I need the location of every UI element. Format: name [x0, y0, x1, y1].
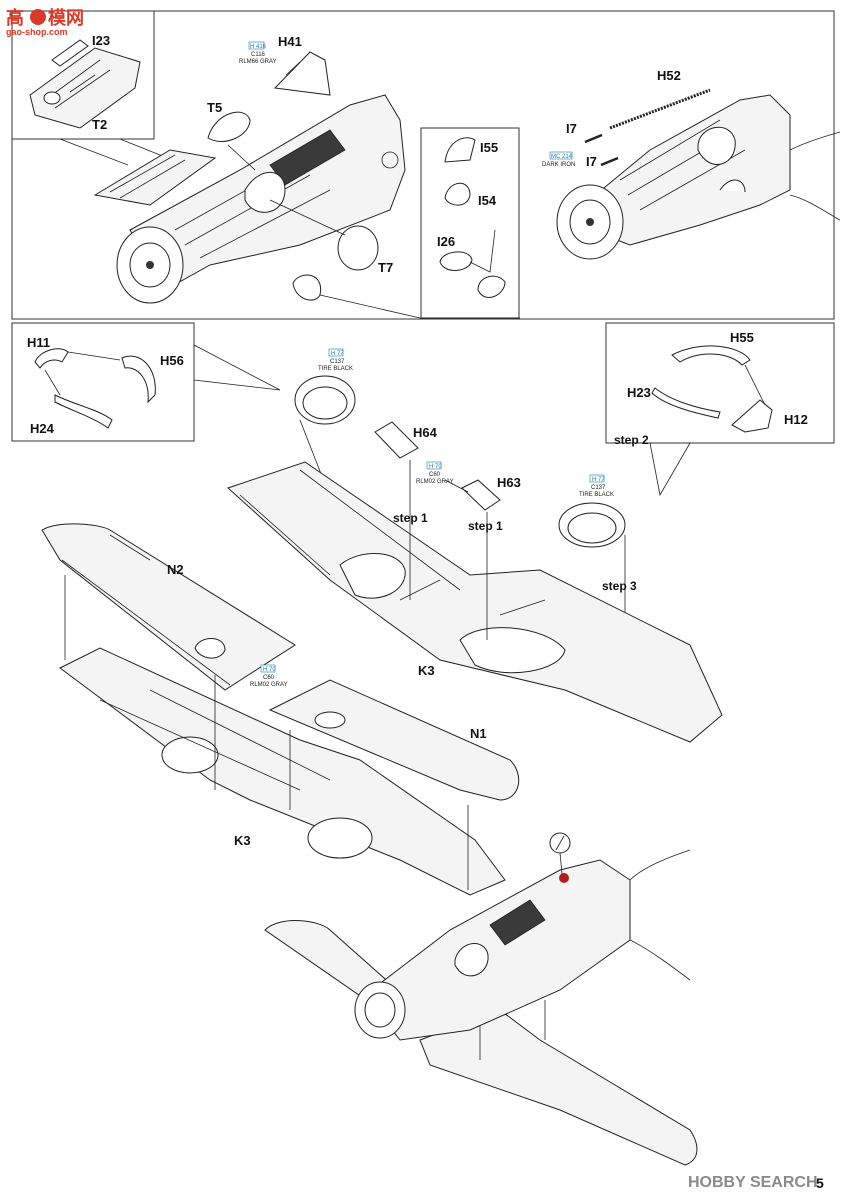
- tire-b-code1: H 77: [592, 477, 605, 483]
- label-t7: T7: [378, 260, 393, 275]
- part-h56-drawing: [121, 355, 156, 404]
- label-i23: I23: [92, 33, 110, 48]
- watermark-logo: 高 模网 gao-shop.com: [6, 7, 84, 37]
- label-i7-a: I7: [566, 121, 577, 136]
- watermark-url: gao-shop.com: [6, 27, 68, 37]
- part-n1-drawing: [268, 679, 520, 801]
- label-i55: I55: [480, 140, 498, 155]
- part-h63-drawing: [461, 479, 501, 511]
- part-h24-drawing: [54, 394, 113, 429]
- label-t2: T2: [92, 117, 107, 132]
- part-h64-drawing: [374, 421, 419, 459]
- page-number: 5: [816, 1175, 824, 1191]
- part-t5-drawing: [207, 111, 251, 143]
- paint-i7-name: DARK IRON: [542, 162, 575, 168]
- label-step3: step 3: [602, 579, 637, 593]
- paint-i7-code: MC 214: [551, 154, 573, 160]
- label-h12: H12: [784, 412, 808, 427]
- label-i7-b: I7: [586, 154, 597, 169]
- part-h12-drawing: [731, 399, 773, 433]
- label-k3-upper: K3: [418, 663, 435, 678]
- tire-a-code2: C137: [330, 359, 345, 365]
- part-t2-drawing: [29, 39, 141, 129]
- fuselage-right-drawing: [556, 94, 841, 260]
- top-section-frame: [11, 10, 835, 320]
- label-h41: H41: [278, 34, 302, 49]
- part-h11-drawing: [34, 348, 69, 369]
- paint-h64-name: RLM02 GRAY: [416, 479, 454, 485]
- label-h52: H52: [657, 68, 681, 83]
- label-step1-a: step 1: [393, 511, 428, 525]
- label-h11: H11: [27, 335, 50, 350]
- mid-right-callout: [649, 442, 691, 497]
- completed-assembly-drawing: [264, 832, 698, 1166]
- mid-left-box: [11, 322, 195, 442]
- paint-h64-code1: H 70: [429, 464, 442, 470]
- wheel-well-ring-upper: [294, 375, 356, 425]
- label-h64: H64: [413, 425, 438, 440]
- tire-a-code1: H 77: [331, 351, 344, 357]
- paint-n2-code1: H 70: [263, 667, 276, 673]
- part-h55-drawing: [671, 345, 751, 366]
- label-n1: N1: [470, 726, 487, 741]
- paint-n2-code2: C60: [263, 675, 275, 681]
- label-h24: H24: [30, 421, 55, 436]
- wheel-well-ring-right: [558, 502, 626, 548]
- wing-lower-center-drawing: [59, 647, 506, 896]
- wing-upper-right-drawing: [227, 461, 723, 743]
- watermark-glyph: 高: [6, 7, 24, 28]
- part-h52-drawing: [609, 88, 711, 130]
- label-i54: I54: [478, 193, 497, 208]
- label-h56: H56: [160, 353, 184, 368]
- label-h23: H23: [627, 385, 651, 400]
- label-h63: H63: [497, 475, 521, 490]
- label-t5: T5: [207, 100, 222, 115]
- mid-right-box: [605, 322, 835, 444]
- paint-h64-code2: C60: [429, 472, 441, 478]
- footer-brand: HOBBY SEARCH: [688, 1174, 818, 1191]
- part-h41-drawing: [273, 51, 331, 96]
- part-t7-drawing: [292, 225, 379, 301]
- paint-n2-name: RLM02 GRAY: [250, 682, 288, 688]
- top-left-box: [11, 10, 155, 140]
- watermark-title: 模网: [48, 7, 84, 28]
- label-step1-b: step 1: [468, 519, 503, 533]
- mid-left-callout: [193, 344, 281, 391]
- part-i26-drawing: [439, 251, 506, 298]
- paint-h41-code2: C116: [251, 52, 266, 58]
- part-i7-drawing: [584, 133, 619, 167]
- paint-h41-name: RLM66 GRAY: [239, 59, 277, 65]
- fuselage-front-drawing: [93, 94, 406, 304]
- part-h23-drawing: [651, 387, 721, 419]
- part-i54-drawing: [444, 182, 471, 206]
- part-i55-drawing: [444, 137, 476, 163]
- label-k3-lower: K3: [234, 833, 251, 848]
- label-h55: H55: [730, 330, 754, 345]
- wing-lower-left-drawing: [41, 523, 296, 691]
- tire-a-name: TIRE BLACK: [318, 366, 353, 372]
- label-i26: I26: [437, 234, 455, 249]
- label-n2: N2: [167, 562, 184, 577]
- paint-h41-code1: H 416: [250, 44, 267, 50]
- tire-b-code2: C137: [591, 485, 606, 491]
- tire-b-name: TIRE BLACK: [579, 492, 614, 498]
- label-step2: step 2: [614, 433, 649, 447]
